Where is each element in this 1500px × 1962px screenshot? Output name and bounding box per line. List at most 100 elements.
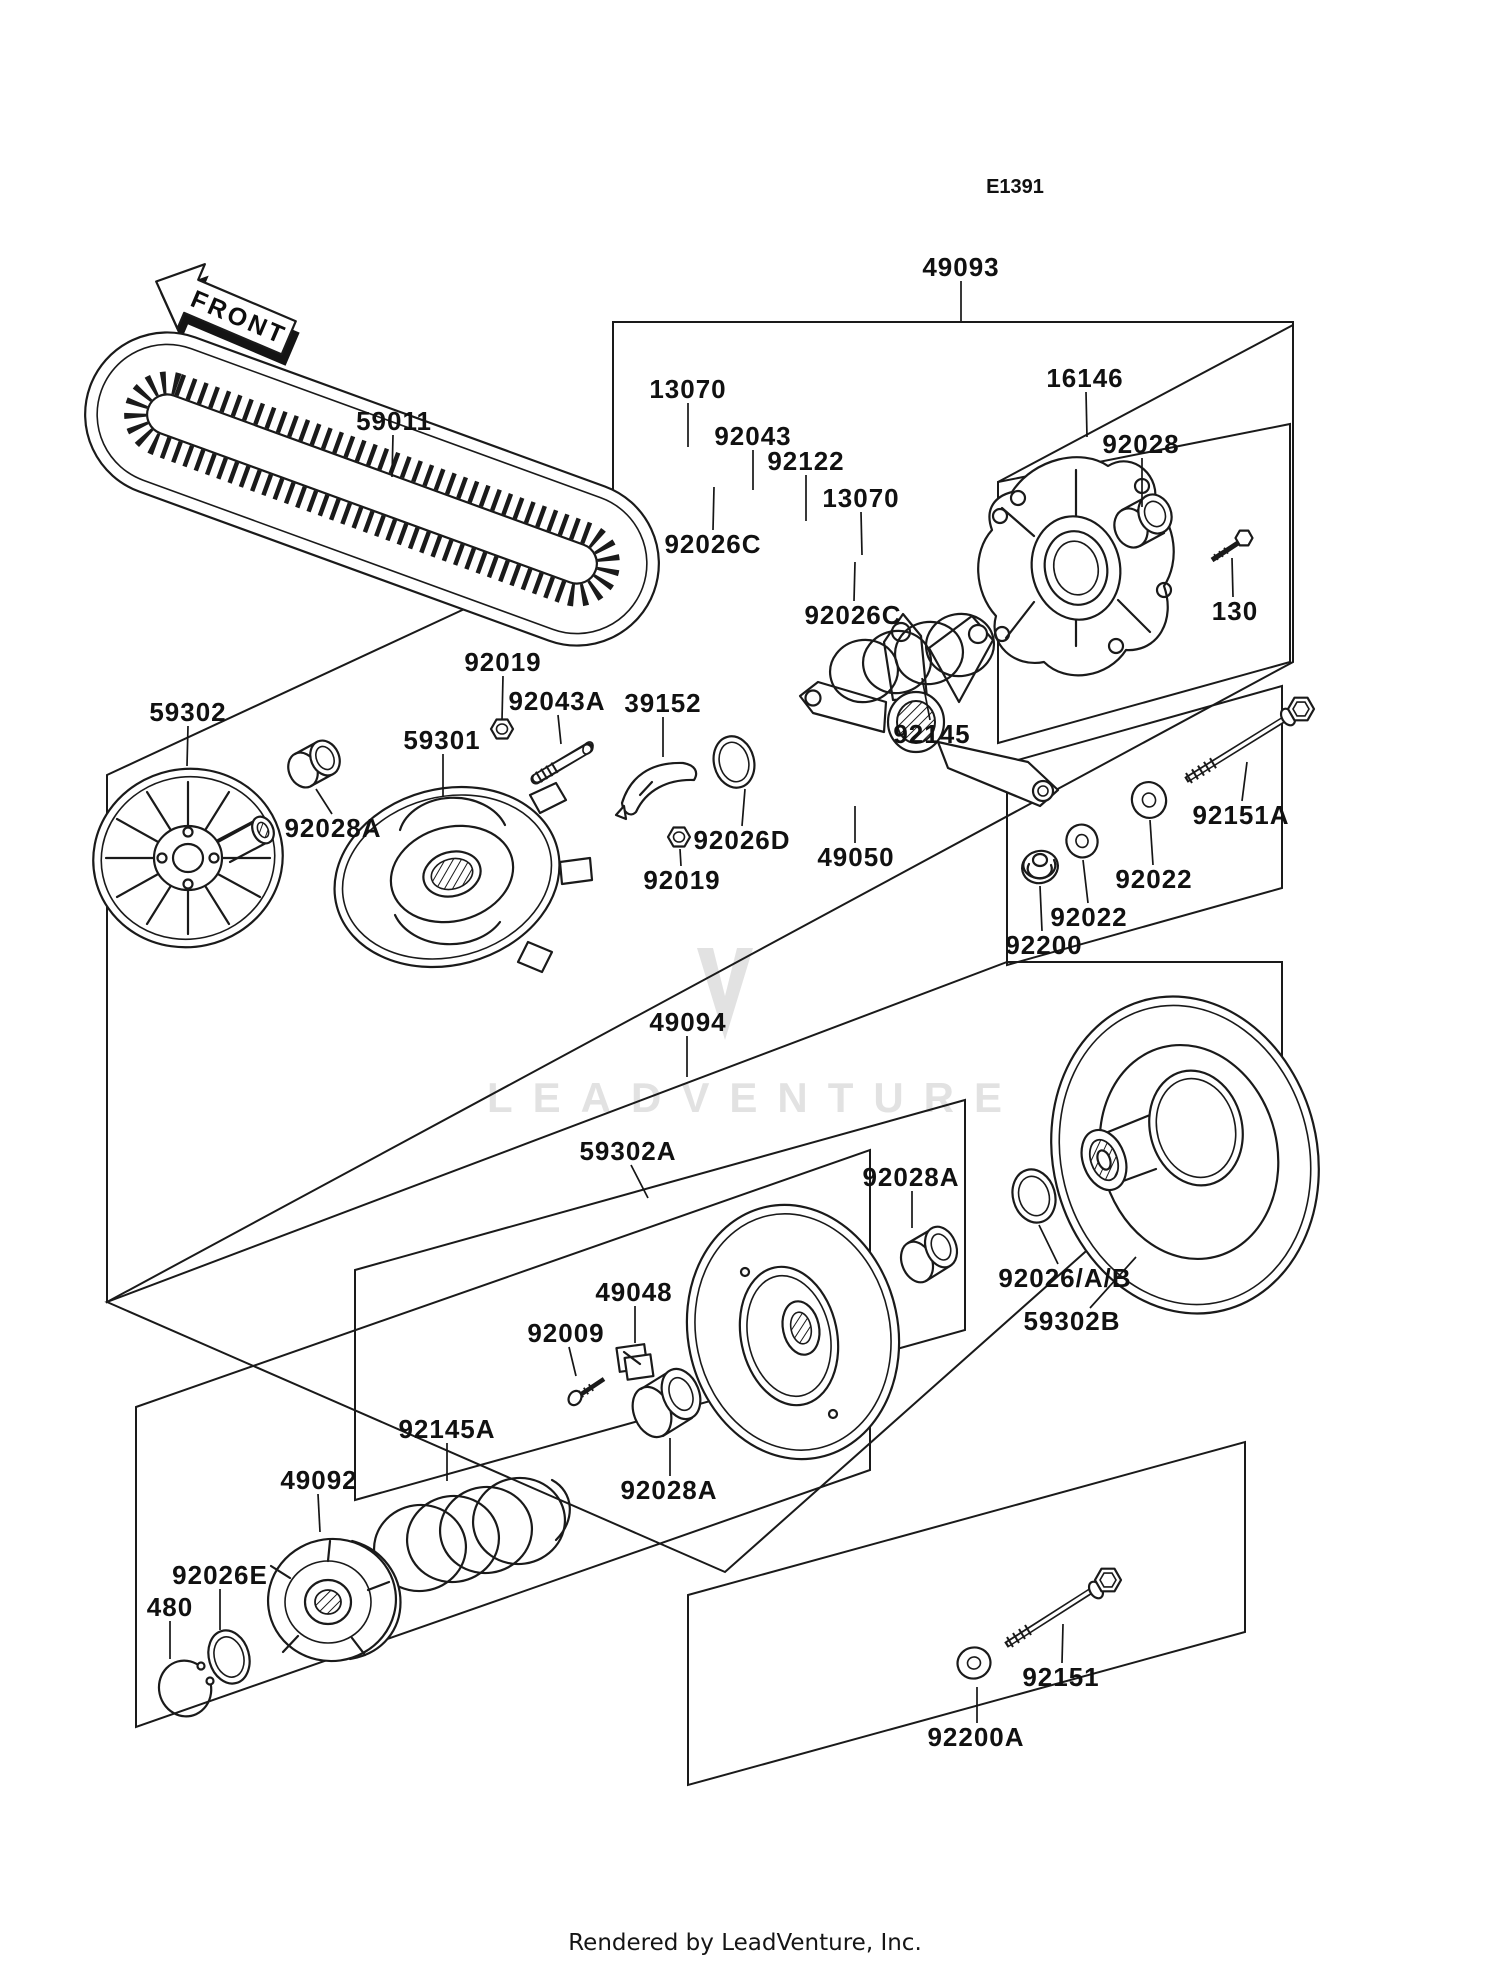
part-label-92019-12[interactable]: 92019: [464, 647, 541, 677]
leader-92019: [679, 848, 682, 867]
group-box-92200: [1006, 684, 1283, 967]
part-label-92151-37[interactable]: 92151: [1022, 1662, 1099, 1692]
fixed-driven-face-art: [1050, 995, 1320, 1315]
group-box-16146: [997, 422, 1291, 745]
leader-92200: [1039, 885, 1043, 932]
leader-92009: [568, 1346, 577, 1377]
leader-13070: [860, 511, 863, 556]
leader-49092: [317, 1493, 321, 1533]
leader-92145: [921, 677, 931, 721]
movable-drive-face-art: [333, 781, 594, 974]
part-label-92022-23[interactable]: 92022: [1050, 902, 1127, 932]
part-label-49050-17[interactable]: 49050: [817, 842, 894, 872]
part-label-92043A-13[interactable]: 92043A: [508, 686, 605, 716]
bolt-92151A-art: [1184, 696, 1316, 784]
front-arrow-body: [155, 263, 297, 356]
part-label-59011-0[interactable]: 59011: [356, 406, 432, 436]
leader-92028A: [315, 788, 333, 815]
credit-text: Rendered by LeadVenture, Inc.: [568, 1930, 922, 1956]
part-label-49092-34[interactable]: 49092: [280, 1465, 357, 1495]
part-label-59301-15[interactable]: 59301: [403, 725, 480, 755]
part-label-92026C-10[interactable]: 92026C: [804, 600, 901, 630]
screw-92009-art: [567, 1377, 606, 1407]
part-label-49094-25[interactable]: 49094: [649, 1007, 726, 1037]
leader-92026D: [741, 788, 746, 827]
part-label-49093-1[interactable]: 49093: [922, 252, 999, 282]
leader-92043A: [557, 714, 562, 745]
part-label-59302-19[interactable]: 59302: [149, 697, 226, 727]
leader-92026C: [712, 486, 715, 531]
part-label-92151A-21[interactable]: 92151A: [1192, 800, 1289, 830]
washer-92200A-art: [956, 1646, 992, 1680]
part-label-92200-24[interactable]: 92200: [1005, 930, 1082, 960]
part-label-13070-2[interactable]: 13070: [649, 374, 726, 404]
part-label-92026C-6[interactable]: 92026C: [664, 529, 761, 559]
part-label-92028A-32[interactable]: 92028A: [620, 1475, 717, 1505]
cam-49092-art: [266, 1537, 402, 1663]
bolt-130-art: [1210, 529, 1254, 563]
drive-belt-art: [84, 331, 660, 647]
leader-92151: [1061, 1623, 1064, 1664]
part-label-92145A-33[interactable]: 92145A: [398, 1414, 495, 1444]
part-label-92200A-38[interactable]: 92200A: [927, 1722, 1024, 1752]
part-label-92019-18[interactable]: 92019: [643, 865, 720, 895]
part-label-92026/A/B-28[interactable]: 92026/A/B: [998, 1263, 1131, 1293]
group-boxes: [104, 321, 1294, 1787]
bushing-92028-art: [1113, 493, 1173, 549]
shoe-39152-art: [614, 761, 698, 821]
bushing-92028A-drive-art: [287, 739, 341, 789]
part-label-16146-7[interactable]: 16146: [1046, 363, 1123, 393]
page-code: E1391: [986, 176, 1044, 198]
leader-92026C: [853, 561, 856, 602]
bushing-92028A-driven-lower-art: [631, 1367, 702, 1439]
snap-ring-480-art: [157, 1659, 215, 1718]
oring-92026D-art: [712, 735, 756, 789]
group-box-92151: [687, 1440, 1246, 1787]
movable-driven-face-art: [685, 1203, 901, 1461]
washer-92022-a-art: [1130, 780, 1168, 820]
part-label-92028A-20[interactable]: 92028A: [284, 813, 381, 843]
watermark-text: LEADVENTURE: [487, 1074, 1022, 1121]
leader-16146: [1085, 391, 1088, 438]
part-label-92022-22[interactable]: 92022: [1115, 864, 1192, 894]
part-label-130-9[interactable]: 130: [1212, 596, 1258, 626]
part-label-92026D-16[interactable]: 92026D: [693, 825, 790, 855]
part-label-92028-8[interactable]: 92028: [1102, 429, 1179, 459]
group-box-49092: [135, 1148, 871, 1729]
watermark: LEADVENTURE: [487, 948, 1022, 1121]
nut-92019-art: [489, 718, 515, 740]
leader-59302A: [630, 1164, 649, 1199]
oring-92026AB-art: [1011, 1168, 1057, 1224]
part-label-480-36[interactable]: 480: [147, 1592, 193, 1622]
leader-92026/A/B: [1038, 1224, 1059, 1265]
nut-92019-b-art: [666, 826, 692, 848]
box-connector-line: [997, 324, 1294, 483]
part-label-92028A-27[interactable]: 92028A: [862, 1162, 959, 1192]
leader-92151A: [1241, 761, 1248, 802]
leader-59011: [391, 434, 394, 478]
part-label-49048-30[interactable]: 49048: [595, 1277, 672, 1307]
shoe-49048-art: [615, 1343, 655, 1381]
part-label-13070-5[interactable]: 13070: [822, 483, 899, 513]
group-box-49094: [104, 961, 1283, 1574]
part-label-92145-11[interactable]: 92145: [893, 719, 970, 749]
part-label-92043-3[interactable]: 92043: [714, 421, 791, 451]
leader-92022: [1149, 819, 1154, 866]
part-label-92009-31[interactable]: 92009: [527, 1318, 604, 1348]
pin-92043A-art: [530, 741, 594, 785]
part-label-39152-14[interactable]: 39152: [624, 688, 701, 718]
cover-16146-art: [977, 456, 1175, 677]
washer-92022-b-art: [1065, 823, 1099, 859]
part-label-92122-4[interactable]: 92122: [767, 446, 844, 476]
leader-92022: [1082, 859, 1089, 904]
part-label-92026E-35[interactable]: 92026E: [172, 1560, 268, 1590]
leader-59302: [186, 725, 189, 767]
leader-59302B: [1089, 1256, 1137, 1309]
oring-92026E-art: [207, 1629, 251, 1685]
spring-seat-92200-art: [1021, 849, 1059, 885]
part-label-59302A-26[interactable]: 59302A: [579, 1136, 676, 1166]
group-box-59302A: [354, 1098, 966, 1502]
part-label-59302B-29[interactable]: 59302B: [1023, 1306, 1120, 1336]
